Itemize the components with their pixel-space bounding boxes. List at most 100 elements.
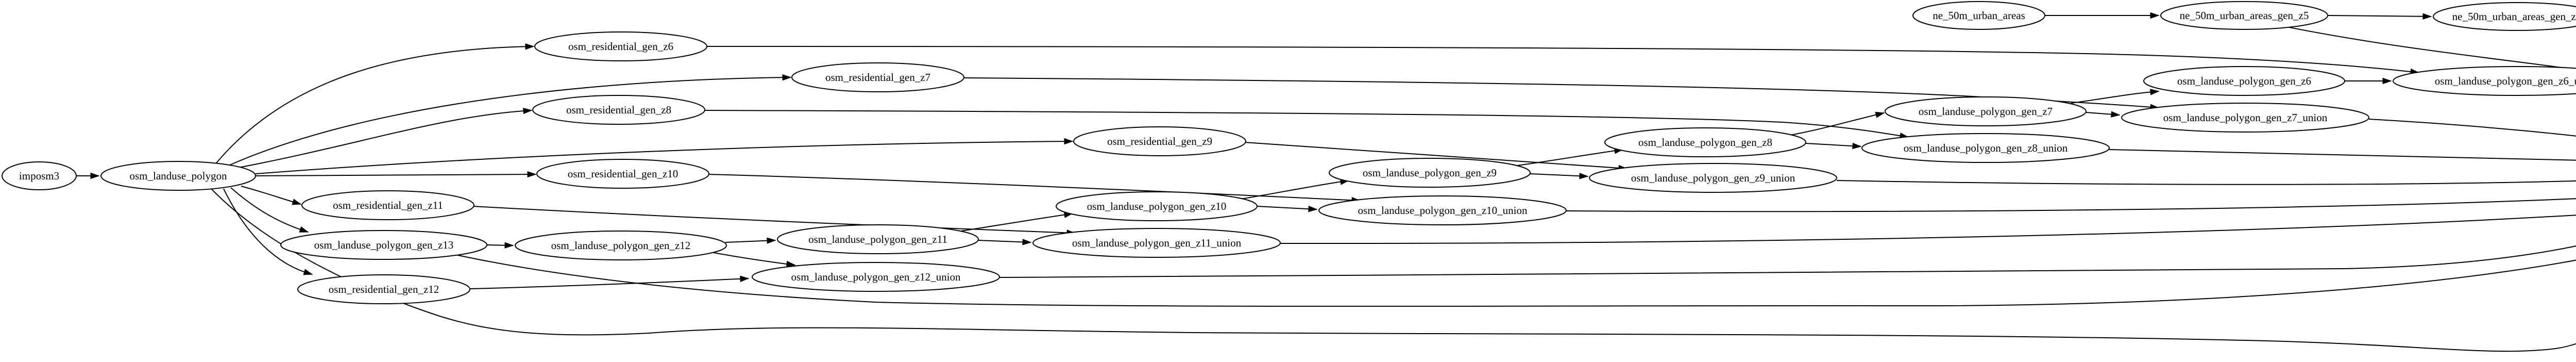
node-osm_landuse_polygon_gen_z12: osm_landuse_polygon_gen_z12 bbox=[515, 231, 727, 260]
node-ellipse-ne_50m_urban_areas bbox=[1912, 1, 2045, 30]
node-label-osm_landuse_polygon_gen_z8: osm_landuse_polygon_gen_z8 bbox=[1638, 136, 1772, 149]
node-ellipse-ne_50m_urban_areas_gen_z4 bbox=[2433, 2, 2576, 31]
node-ellipse-osm_residential_gen_z10 bbox=[536, 159, 709, 189]
node-ellipse-osm_landuse_polygon_gen_z10_union bbox=[1318, 195, 1567, 225]
node-label-osm_landuse_polygon_gen_z7: osm_landuse_polygon_gen_z7 bbox=[1919, 105, 2053, 118]
edges-layer bbox=[76, 12, 2576, 352]
node-label-osm_residential_gen_z10: osm_residential_gen_z10 bbox=[568, 168, 679, 180]
node-osm_landuse_polygon_gen_z8_union: osm_landuse_polygon_gen_z8_union bbox=[1861, 133, 2110, 163]
node-label-osm_residential_gen_z6: osm_residential_gen_z6 bbox=[568, 40, 673, 53]
node-imposm3: imposm3 bbox=[2, 161, 77, 190]
arrowhead-icon bbox=[2422, 13, 2432, 20]
node-ellipse-osm_landuse_polygon_gen_z7 bbox=[1885, 96, 2087, 126]
edge-osm_landuse_polygon_gen_z8--osm_landuse_polygon_gen_z8_union bbox=[1805, 143, 1861, 147]
node-osm_landuse_polygon_gen_z13: osm_landuse_polygon_gen_z13 bbox=[280, 230, 487, 260]
arrowhead-icon bbox=[90, 172, 100, 179]
node-label-osm_landuse_polygon: osm_landuse_polygon bbox=[130, 170, 227, 182]
edge-osm_landuse_polygon--osm_residential_gen_z6 bbox=[216, 46, 534, 163]
node-label-osm_residential_gen_z12: osm_residential_gen_z12 bbox=[329, 283, 439, 295]
node-label-osm_landuse_polygon_gen_z7_union: osm_landuse_polygon_gen_z7_union bbox=[2163, 111, 2328, 124]
node-label-ne_50m_urban_areas_gen_z4: ne_50m_urban_areas_gen_z4 bbox=[2452, 10, 2576, 23]
edge-osm_landuse_polygon_gen_z11_union--layer_landuse_z11 bbox=[1280, 215, 2576, 244]
arrowhead-icon bbox=[1579, 173, 1589, 179]
edge-osm_landuse_polygon_gen_z7_union--layer_landuse_z7 bbox=[2368, 119, 2576, 137]
node-ellipse-osm_landuse_polygon_gen_z6_union bbox=[2393, 66, 2576, 96]
arrowhead-icon bbox=[1875, 111, 1885, 118]
node-ellipse-osm_landuse_polygon bbox=[100, 161, 256, 191]
arrowhead-icon bbox=[523, 107, 533, 114]
edge-osm_landuse_polygon_gen_z10--osm_landuse_polygon_gen_z9 bbox=[1240, 180, 1349, 200]
edge-ne_50m_urban_areas_gen_z5--ne_50m_urban_areas_gen_z4 bbox=[2327, 15, 2432, 17]
edge-osm_landuse_polygon--osm_residential_gen_z8 bbox=[235, 110, 532, 169]
node-osm_residential_gen_z10: osm_residential_gen_z10 bbox=[536, 159, 709, 189]
node-osm_residential_gen_z12: osm_residential_gen_z12 bbox=[297, 274, 470, 304]
edge-osm_landuse_polygon--osm_landuse_polygon_gen_z13 bbox=[230, 187, 309, 233]
node-label-osm_landuse_polygon_gen_z10: osm_landuse_polygon_gen_z10 bbox=[1087, 200, 1227, 212]
node-label-osm_landuse_polygon_gen_z9_union: osm_landuse_polygon_gen_z9_union bbox=[1631, 172, 1795, 184]
node-osm_residential_gen_z6: osm_residential_gen_z6 bbox=[534, 31, 707, 61]
node-label-ne_50m_urban_areas: ne_50m_urban_areas bbox=[1933, 9, 2025, 22]
node-ne_50m_urban_areas_gen_z4: ne_50m_urban_areas_gen_z4 bbox=[2433, 2, 2576, 31]
edge-osm_landuse_polygon--osm_residential_gen_z7 bbox=[229, 77, 791, 166]
arrowhead-icon bbox=[767, 237, 776, 244]
node-ellipse-osm_residential_gen_z8 bbox=[532, 95, 705, 125]
node-osm_residential_gen_z11: osm_residential_gen_z11 bbox=[301, 190, 474, 220]
node-ellipse-imposm3 bbox=[2, 161, 77, 190]
arrowhead-icon bbox=[2111, 111, 2121, 118]
node-osm_residential_gen_z8: osm_residential_gen_z8 bbox=[532, 95, 705, 125]
node-osm_landuse_polygon_gen_z9_union: osm_landuse_polygon_gen_z9_union bbox=[1589, 163, 1837, 193]
node-ellipse-osm_landuse_polygon_gen_z13 bbox=[280, 230, 487, 260]
edge-osm_landuse_polygon_gen_z13--layer_landuse_z13 bbox=[453, 254, 2576, 307]
node-label-osm_landuse_polygon_gen_z13: osm_landuse_polygon_gen_z13 bbox=[314, 239, 454, 251]
arrowhead-icon bbox=[1064, 138, 1074, 145]
node-ellipse-osm_landuse_polygon_gen_z12_union bbox=[752, 262, 1000, 292]
node-ellipse-osm_landuse_polygon_gen_z8 bbox=[1604, 127, 1806, 157]
node-label-osm_landuse_polygon_gen_z8_union: osm_landuse_polygon_gen_z8_union bbox=[1904, 142, 2068, 154]
node-label-osm_landuse_polygon_gen_z11_union: osm_landuse_polygon_gen_z11_union bbox=[1072, 237, 1242, 249]
edge-osm_residential_gen_z9--osm_landuse_polygon_gen_z9_union bbox=[1244, 142, 1628, 169]
edge-osm_landuse_polygon_gen_z8_union--layer_landuse_z8 bbox=[2109, 149, 2576, 161]
arrowhead-icon bbox=[2382, 77, 2392, 85]
edge-osm_residential_gen_z11--osm_landuse_polygon_gen_z11_union bbox=[472, 206, 1076, 234]
arrowhead-icon bbox=[299, 226, 309, 233]
node-osm_landuse_polygon_gen_z12_union: osm_landuse_polygon_gen_z12_union bbox=[752, 262, 1000, 292]
arrowhead-icon bbox=[525, 43, 535, 50]
nodes-layer: imposm3 osm_landuse_polygon osm_residentia… bbox=[2, 1, 2576, 304]
node-label-osm_landuse_polygon_gen_z12_union: osm_landuse_polygon_gen_z12_union bbox=[791, 271, 961, 283]
edge-osm_landuse_polygon--osm_residential_gen_z12 bbox=[223, 188, 313, 275]
node-osm_landuse_polygon_gen_z8: osm_landuse_polygon_gen_z8 bbox=[1604, 127, 1806, 157]
edge-osm_landuse_polygon_gen_z9--osm_landuse_polygon_gen_z8 bbox=[1513, 149, 1623, 167]
node-label-osm_landuse_polygon_gen_z11: osm_landuse_polygon_gen_z11 bbox=[808, 233, 947, 245]
edge-osm_landuse_polygon_gen_z11--osm_landuse_polygon_gen_z11_union bbox=[978, 240, 1031, 243]
node-ellipse-osm_landuse_polygon_gen_z7_union bbox=[2121, 103, 2369, 133]
edge-osm_residential_gen_z12--osm_landuse_polygon_gen_z12_union bbox=[469, 278, 749, 289]
node-label-osm_residential_gen_z8: osm_residential_gen_z8 bbox=[566, 104, 671, 116]
arrowhead-icon bbox=[782, 74, 792, 81]
node-ellipse-osm_landuse_polygon_gen_z9 bbox=[1329, 158, 1531, 188]
node-ellipse-osm_landuse_polygon_gen_z8_union bbox=[1861, 133, 2110, 163]
node-ellipse-osm_landuse_polygon_gen_z12 bbox=[515, 231, 727, 260]
arrowhead-icon bbox=[1852, 142, 1862, 150]
edge-osm_landuse_polygon--osm_residential_gen_z10 bbox=[255, 174, 536, 176]
node-label-osm_residential_gen_z9: osm_residential_gen_z9 bbox=[1107, 135, 1212, 147]
arrowhead-icon bbox=[1308, 205, 1318, 212]
node-ellipse-osm_residential_gen_z7 bbox=[791, 62, 964, 92]
edge-osm_landuse_polygon_gen_z7--osm_landuse_polygon_gen_z6 bbox=[2071, 91, 2159, 104]
node-osm_landuse_polygon_gen_z7: osm_landuse_polygon_gen_z7 bbox=[1885, 96, 2087, 126]
node-ellipse-osm_residential_gen_z9 bbox=[1073, 126, 1246, 156]
arrowhead-icon bbox=[2150, 89, 2160, 95]
node-osm_landuse_polygon_gen_z10: osm_landuse_polygon_gen_z10 bbox=[1056, 191, 1258, 221]
arrowhead-icon bbox=[527, 171, 537, 178]
node-ne_50m_urban_areas_gen_z5: ne_50m_urban_areas_gen_z5 bbox=[2160, 1, 2328, 30]
node-osm_landuse_polygon_gen_z9: osm_landuse_polygon_gen_z9 bbox=[1329, 158, 1531, 188]
node-ellipse-osm_landuse_polygon_gen_z11 bbox=[777, 224, 979, 254]
node-osm_residential_gen_z9: osm_residential_gen_z9 bbox=[1073, 126, 1246, 156]
node-osm_landuse_polygon: osm_landuse_polygon bbox=[100, 161, 256, 191]
node-osm_landuse_polygon_gen_z7_union: osm_landuse_polygon_gen_z7_union bbox=[2121, 103, 2369, 133]
node-label-osm_landuse_polygon_gen_z10_union: osm_landuse_polygon_gen_z10_union bbox=[1358, 204, 1528, 217]
edge-osm_landuse_polygon_gen_z12--osm_landuse_polygon_gen_z12_union bbox=[713, 252, 795, 266]
node-ellipse-osm_landuse_polygon_gen_z9_union bbox=[1589, 163, 1837, 193]
node-ellipse-osm_landuse_polygon_gen_z10 bbox=[1056, 191, 1258, 221]
